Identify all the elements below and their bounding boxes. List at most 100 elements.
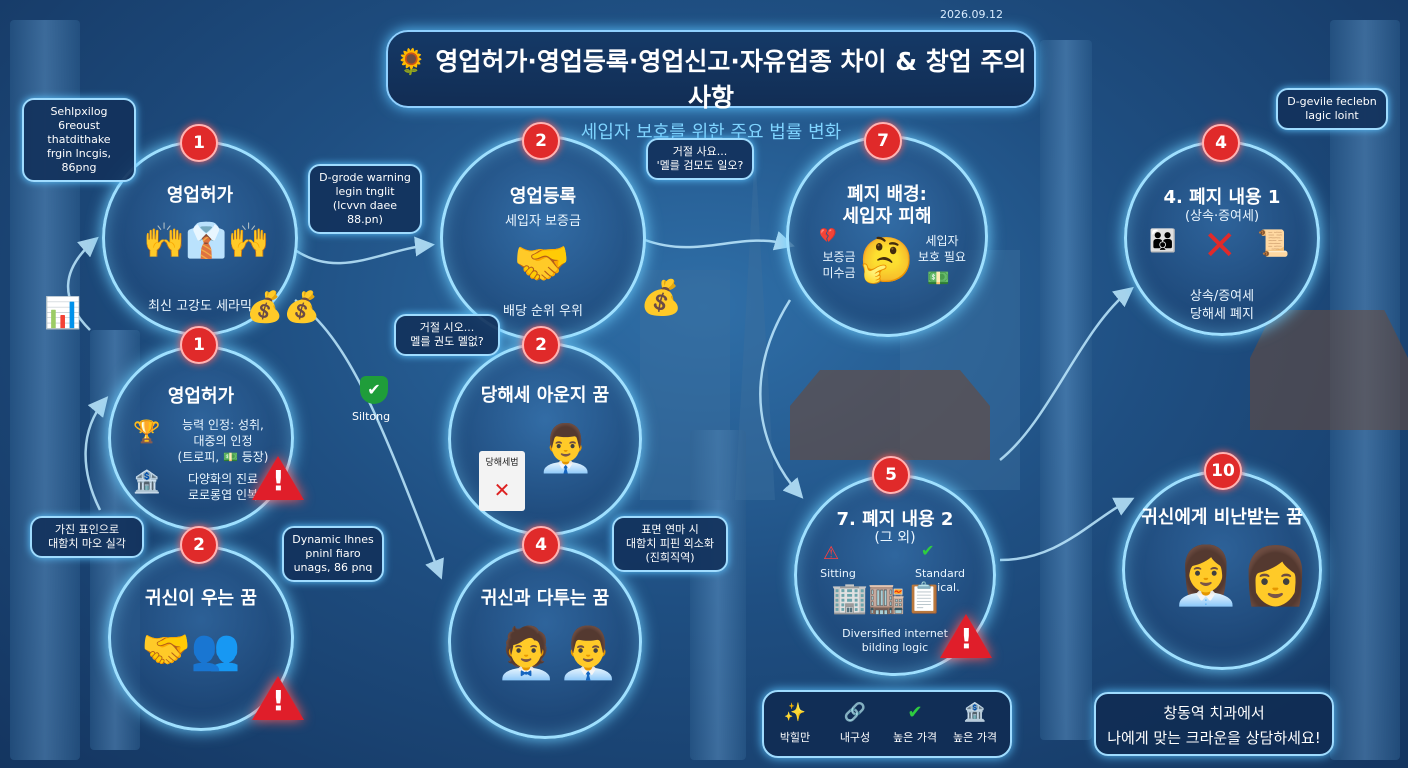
- warning-icon: !: [252, 676, 304, 720]
- node-title: 4. 폐지 내용 1: [1163, 187, 1281, 208]
- note-bubble-1: Sehlpxilog 6reoust thatdithake frgin lnc…: [22, 98, 136, 182]
- consult-cta[interactable]: 창동역 치과에서 나에게 맞는 크라운을 상담하세요!: [1094, 692, 1334, 756]
- tax-document: 당해세법 ✕: [479, 451, 525, 511]
- palace-roof: [790, 370, 990, 460]
- worried-man-icon: 🤔: [859, 235, 914, 286]
- node-license-2[interactable]: 영업허가 🏆 🏦 능력 인정: 성취, 대중의 인정 (트로피, 💵 등장) 다…: [108, 345, 294, 531]
- node-line-3: (트로피, 💵 등장): [177, 450, 269, 464]
- badge-4b: 4: [1202, 124, 1240, 162]
- check-shield-icon: ✔: [921, 541, 935, 560]
- badge-5: 5: [872, 456, 910, 494]
- badge-1a: 1: [180, 124, 218, 162]
- node-line-4: 다양화의 진료: [187, 472, 259, 486]
- warning-icon: ⚠: [823, 543, 840, 564]
- business-team-icon: 🙌👔🙌: [143, 221, 271, 261]
- caption-1: Diversified internet: [842, 627, 948, 640]
- node-registration[interactable]: 영업등록 세입자 보증금 🤝 배당 순위 우위: [440, 135, 646, 341]
- badge-2b: 2: [522, 122, 560, 160]
- node-title: 7. 폐지 내용 2: [836, 509, 954, 530]
- warning-icon: !: [940, 614, 992, 658]
- badge-7: 7: [864, 122, 902, 160]
- node-tax-dream[interactable]: 당해세 아운지 꿈 👨‍💼 당해세법 ✕: [448, 342, 642, 536]
- page-subtitle: 세입자 보호를 위한 주요 법률 변화: [580, 122, 842, 143]
- ok-label-2: logical.: [920, 581, 960, 594]
- node-abolition-2[interactable]: 7. 폐지 내용 2 (그 외) ⚠ Sitting ✔ Standard lo…: [794, 474, 996, 676]
- warning-icon: !: [252, 456, 304, 500]
- badge-2c: 2: [522, 326, 560, 364]
- title-panel: 🌻 영업허가·영업등록·영업신고·자유업종 차이 & 창업 주의사항 세입자 보…: [386, 30, 1036, 143]
- cta-line-2: 나에게 맞는 크라운을 상담하세요!: [1107, 729, 1321, 747]
- note-bubble-5: 가진 표인으로 대함치 마오 실각: [30, 516, 144, 558]
- shield-check-icon: ✔: [907, 702, 923, 723]
- shield-check-icon: ✔: [360, 376, 388, 404]
- sunflower-icon: 🌻: [395, 47, 427, 76]
- node-title: 영업허가: [166, 185, 234, 206]
- feature-item: 🏦 높은 가격: [946, 702, 1004, 745]
- node-title: 당해세 아운지 꿈: [480, 385, 610, 406]
- bank-money-icon: 🏦: [133, 470, 161, 495]
- right-text-1: 세입자: [925, 234, 959, 248]
- x-mark-icon: ✕: [493, 478, 511, 502]
- tooth-sparkle-icon: ✨: [783, 702, 807, 723]
- money-bag-hand-icon: 💰: [640, 278, 683, 318]
- node-text: 최신 고강도 세라믹: [148, 299, 252, 314]
- node-title-2: (상속·증여세): [1184, 209, 1260, 224]
- link-icon: 🔗: [843, 702, 867, 723]
- left-text-2: 미수금: [822, 266, 856, 280]
- badge-2a: 2: [180, 526, 218, 564]
- note-bubble-7: 표면 연마 시 대함치 피핀 외소화 (진희직역): [612, 516, 728, 572]
- note-bubble-6: Dynamic lhnes pninl fiaro unags, 86 pnq: [282, 526, 384, 582]
- note-bubble-3: 거절 사요... '멜를 검모도 일오?: [646, 138, 754, 180]
- badge-10: 10: [1204, 452, 1242, 490]
- feature-item: ✨ 박힐만: [766, 702, 824, 745]
- family-tree-icon: 👪: [1149, 229, 1177, 254]
- warn-label: Sitting: [820, 567, 856, 580]
- node-title-2: 세입자 피해: [842, 206, 932, 227]
- node-fighting-ghost[interactable]: 귀신과 다투는 꿈 🧑‍💼👨‍💼: [448, 545, 642, 739]
- arguing-men-icon: 🧑‍💼👨‍💼: [495, 624, 620, 682]
- page-title: 🌻 영업허가·영업등록·영업신고·자유업종 차이 & 창업 주의사항: [395, 47, 1027, 112]
- node-license-1[interactable]: 영업허가 🙌👔🙌 최신 고강도 세라믹: [102, 140, 298, 336]
- node-text-1: 상속/증여세: [1189, 289, 1255, 304]
- note-bubble-4: 거절 시오... 멜를 권도 멜없?: [394, 314, 500, 356]
- skyline-tower: [735, 150, 775, 500]
- trophy-icon: 🏆: [133, 420, 161, 445]
- note-bubble-8: D-gevile feclebn lagic loint: [1276, 88, 1388, 130]
- chart-report-icon: 📊: [44, 296, 82, 331]
- node-blamed-ghost[interactable]: 귀신에게 비난받는 꿈 👩‍💼👩: [1122, 470, 1322, 670]
- broken-heart-icon: 💔: [819, 228, 837, 244]
- node-title: 귀신에게 비난받는 꿈: [1141, 507, 1303, 528]
- skyline-building: [640, 270, 730, 500]
- badge-1b: 1: [180, 326, 218, 364]
- palace-roof-right: [1250, 310, 1408, 430]
- cta-line-1: 창동역 치과에서: [1163, 704, 1265, 722]
- right-pillar-2: [1040, 40, 1092, 740]
- node-title: 영업등록: [509, 186, 577, 207]
- node-abolition-1[interactable]: 4. 폐지 내용 1 (상속·증여세) 👪 ✕ 📜 상속/증여세 당해세 폐지: [1124, 140, 1320, 336]
- node-line-2: 대중의 인정: [193, 434, 253, 448]
- node-abolition-background[interactable]: 폐지 배경: 세입자 피해 🤔 💔 보증금 미수금 세입자 보호 필요 💵: [786, 135, 988, 337]
- node-line-1: 능력 인정: 성취,: [182, 418, 264, 432]
- badge-4a: 4: [522, 526, 560, 564]
- money-bank-icon: 🏦: [963, 702, 987, 723]
- node-title-1: 폐지 배경:: [847, 184, 927, 205]
- women-arguing-icon: 👩‍💼👩: [1171, 544, 1311, 609]
- node-text-1: 세입자 보증금: [505, 214, 581, 229]
- caption-2: bilding logic: [861, 641, 929, 654]
- money-bag-icon: 💰💰: [246, 290, 321, 325]
- node-title-2: (그 외): [874, 530, 916, 546]
- node-title: 귀신과 다투는 꿈: [480, 588, 610, 609]
- red-x-icon: ✕: [1203, 223, 1237, 269]
- certificate-icon: 📜: [1257, 229, 1290, 259]
- right-text-2: 보호 필요: [918, 250, 966, 264]
- handshake-group-icon: 🤝👥: [141, 627, 241, 673]
- ok-label-1: Standard: [914, 567, 966, 580]
- handshake-icon: 🤝: [513, 236, 571, 290]
- date-label: 2026.09.12: [940, 8, 1003, 21]
- arrow-3: [644, 231, 795, 251]
- feature-bar: ✨ 박힐만 🔗 내구성 ✔ 높은 가격 🏦 높은 가격: [762, 690, 1012, 758]
- node-line-5: 로로롱엽 인복: [187, 488, 259, 502]
- node-text-2: 배당 순위 우위: [502, 304, 584, 319]
- arrow-1: [294, 236, 435, 265]
- cash-icon: 💵: [927, 268, 950, 289]
